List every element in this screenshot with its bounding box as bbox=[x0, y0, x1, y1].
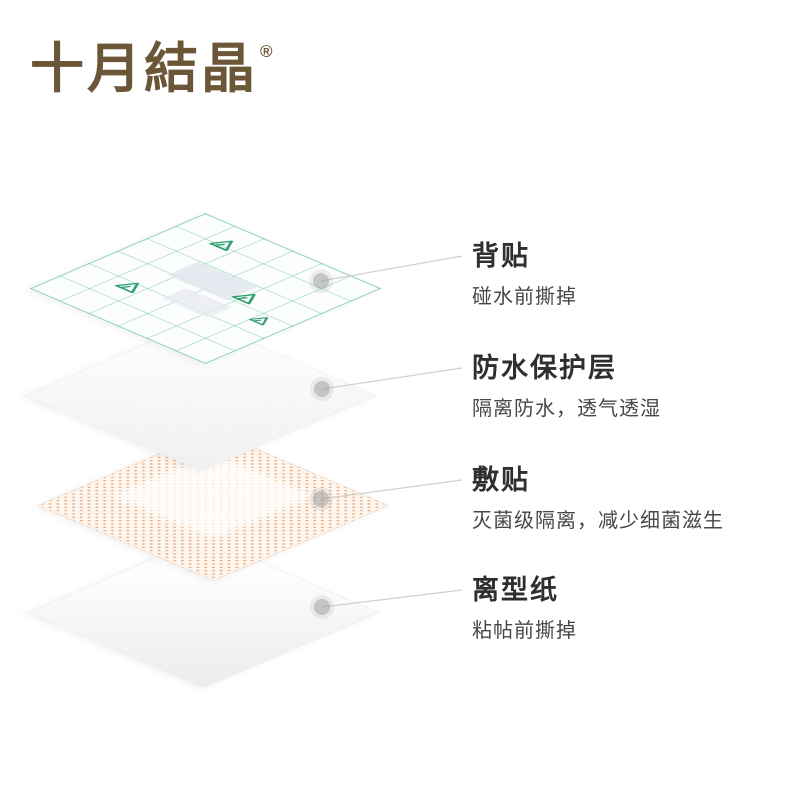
leader-waterproof bbox=[310, 367, 463, 401]
layer-waterproof bbox=[23, 319, 377, 471]
film-logo-stamp-icon bbox=[208, 240, 233, 251]
label-title: 背贴 bbox=[472, 241, 530, 271]
film-logo-stamp-icon bbox=[114, 282, 139, 293]
layer-back-film bbox=[28, 212, 382, 364]
film-logo-stamp-icon bbox=[248, 316, 268, 325]
label-waterproof: 防水保护层 隔离防水，透气透湿 bbox=[472, 353, 661, 422]
release-paper-sheet bbox=[26, 536, 380, 688]
back-film-sheet bbox=[28, 212, 382, 364]
label-title: 防水保护层 bbox=[472, 353, 617, 383]
label-back-film: 背贴 碰水前撕掉 bbox=[472, 241, 577, 310]
brand-logo-text: 十月結晶 bbox=[30, 39, 258, 99]
leader-back-film bbox=[309, 255, 463, 293]
waterproof-sheet bbox=[23, 319, 377, 471]
film-print-patch bbox=[166, 261, 258, 300]
dressing-sheet bbox=[36, 429, 390, 581]
film-print-patch bbox=[161, 287, 232, 318]
label-description: 粘帖前撕掉 bbox=[472, 619, 577, 642]
label-title: 敷贴 bbox=[472, 465, 530, 495]
label-dressing: 敷贴 灭菌级隔离，减少细菌滋生 bbox=[472, 465, 724, 534]
leader-dressing bbox=[309, 479, 463, 511]
label-description: 隔离防水，透气透湿 bbox=[472, 397, 661, 420]
label-description: 碰水前撕掉 bbox=[472, 285, 577, 308]
brand-logo: 十月結晶® bbox=[30, 24, 273, 103]
film-logo-stamp-icon bbox=[231, 293, 256, 304]
leader-release-paper bbox=[310, 589, 463, 619]
absorbent-pad bbox=[113, 452, 313, 538]
label-title: 离型纸 bbox=[472, 575, 559, 605]
layer-release-paper bbox=[26, 536, 380, 688]
label-release-paper: 离型纸 粘帖前撕掉 bbox=[472, 575, 577, 644]
label-description: 灭菌级隔离，减少细菌滋生 bbox=[472, 509, 724, 532]
layer-dressing bbox=[36, 429, 390, 581]
registered-trademark-icon: ® bbox=[260, 42, 273, 61]
